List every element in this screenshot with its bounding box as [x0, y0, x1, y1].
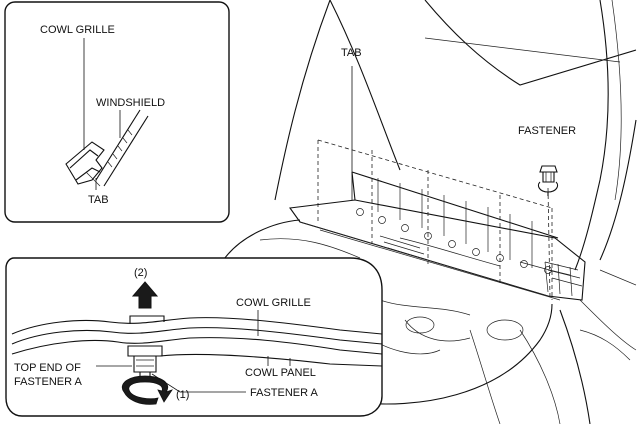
- detail-cowl-panel-label: COWL PANEL: [245, 367, 316, 379]
- inset-cowl-grille-label: COWL GRILLE: [40, 24, 115, 36]
- detail-top-end-label-line2: FASTENER A: [14, 376, 83, 388]
- detail-fastener-a-label: FASTENER A: [250, 387, 319, 399]
- cowl-grille-main: [289, 171, 586, 301]
- tab-guide-lines: [317, 139, 553, 300]
- detail-top-end-label-line1: TOP END OF: [14, 362, 81, 374]
- detail-cowl-grille-label: COWL GRILLE: [236, 297, 311, 309]
- main-tab-callout: TAB: [341, 47, 362, 200]
- main-tab-label: TAB: [341, 47, 362, 59]
- section-inset-panel: COWL GRILLE WINDSHIELD TAB: [4, 1, 230, 223]
- inset-tab-label: TAB: [88, 194, 109, 206]
- fastener-part: FASTENER: [518, 125, 576, 196]
- vehicle-front-illustration: [259, 0, 637, 424]
- main-fastener-label: FASTENER: [518, 125, 576, 137]
- inset-windshield-label: WINDSHIELD: [96, 97, 165, 109]
- detail-zoom-callout: [5, 219, 553, 417]
- detail-drawing: (2) (1) COWL GRILLE COWL PANEL TOP END O…: [11, 267, 383, 405]
- arrow-up-icon: [131, 281, 159, 309]
- detail-step2-label: (2): [134, 267, 147, 279]
- rotate-arrow-icon: [121, 375, 173, 405]
